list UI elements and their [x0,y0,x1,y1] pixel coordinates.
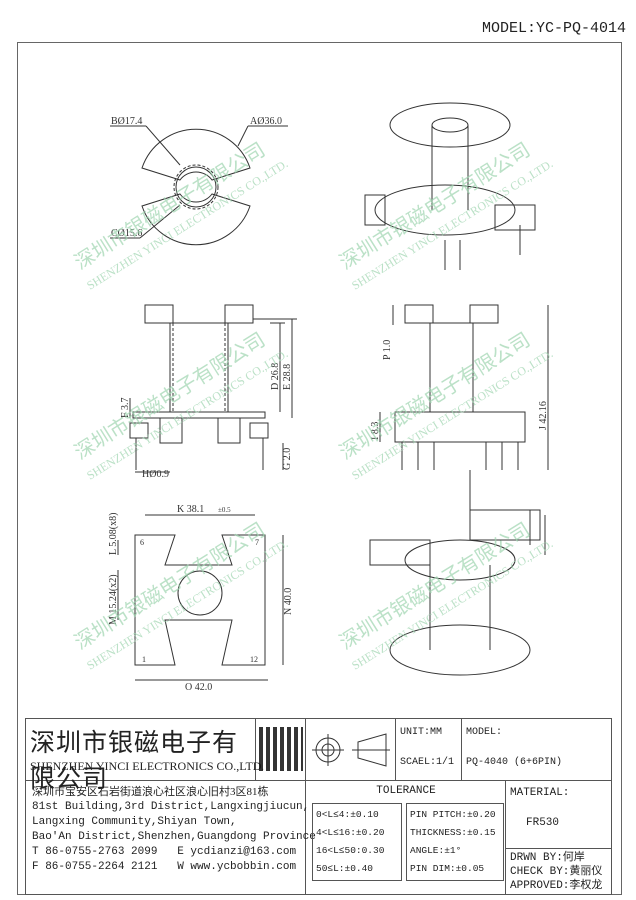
pin-12-label: 12 [250,655,258,664]
dim-h: HØ0.9 [142,469,169,480]
model-value: PQ-4040 (6+6PIN) [466,757,563,768]
website-link[interactable]: W www.ycbobbin.com [177,861,297,873]
dim-b: BØ17.4 [111,116,142,127]
dim-d: D 26.8 [270,363,281,390]
pin-6-label: 6 [140,538,144,547]
unit: UNIT:MM [400,727,443,738]
bottom-view: K 38.1 ±0.5 L 5.08(x8) M 15.24(x2) N 40.… [108,504,294,693]
tolerance-item: 0<L≤4:±0.10 [316,809,379,820]
isometric-view-top [364,102,536,270]
tolerance-item: PIN PITCH:±0.20 [410,809,496,820]
watermark: 深圳市银磁电子有限公司 SHENZHEN YINCI ELECTRONICS C… [70,138,555,672]
isometric-view-bottom [369,470,546,676]
dim-n: N 40.0 [283,588,294,615]
dim-p: P 1.0 [382,340,393,360]
scale: SCAEL:1/1 [400,757,455,768]
tolerance-item: 16<L≤50:0.30 [316,845,385,856]
tolerance-item: PIN DIM:±0.05 [410,863,485,874]
dim-g: G 2.0 [282,448,293,470]
dim-e: E 28.8 [282,364,293,390]
dim-k: K 38.1 [177,504,204,515]
tolerance-cell: TOLERANCE 0<L≤4:±0.10 4<L≤16:±0.20 16<L≤… [306,781,506,894]
address-line: Langxing Community,Shiyan Town, [32,816,237,828]
dim-m: M 15.24(x2) [108,574,119,625]
projection-symbol [306,719,396,781]
address-line: 深圳市宝安区石岩街道浪心社区浪心旧村3区81栋 [32,786,269,798]
svg-text:SHENZHEN YINCI ELECTRONICS CO.: SHENZHEN YINCI ELECTRONICS CO.,LTD. [349,156,555,292]
approved-by: APPROVED:李权龙 [510,880,603,892]
svg-text:SHENZHEN YINCI ELECTRONICS CO.: SHENZHEN YINCI ELECTRONICS CO.,LTD. [84,346,290,482]
dim-k-tolerance: ±0.5 [218,506,231,514]
tolerance-item: 4<L≤16:±0.20 [316,827,385,838]
fax: F 86-0755-2264 2121 [32,861,158,873]
side-view: P 1.0 I 8.3 J 42.16 [370,304,549,470]
dim-j: J 42.16 [538,401,549,430]
tolerance-item: 50≤L:±0.40 [316,863,374,874]
dim-f: F 3.7 [120,397,131,418]
svg-text:深圳市银磁电子有限公司: 深圳市银磁电子有限公司 [335,518,534,654]
svg-text:深圳市银磁电子有限公司: 深圳市银磁电子有限公司 [335,328,534,464]
company-name-cn: 深圳市银磁电子有限公司 [30,730,239,793]
pin-1-label: 1 [142,655,146,664]
checked-by: CHECK BY:黄丽仪 [510,866,603,878]
pin-7-label: 7 [255,538,259,547]
material-cell: MATERIAL: FR530 [506,781,611,849]
model-number-title: MODEL:YC-PQ-4014 [481,20,626,37]
address-line: 81st Building,3rd District,Langxingjiucu… [32,801,310,813]
qr-code [256,719,306,781]
svg-text:SHENZHEN YINCI ELECTRONICS CO.: SHENZHEN YINCI ELECTRONICS CO.,LTD. [349,536,555,672]
material-value: FR530 [526,817,560,829]
general-tolerance-list: 0<L≤4:±0.10 4<L≤16:±0.20 16<L≤50:0.30 50… [312,803,402,881]
tolerance-title: TOLERANCE [376,785,436,797]
tolerance-item: THICKNESS:±0.15 [410,827,496,838]
company-cell: 深圳市银磁电子有限公司 SHENZHEN YINCI ELECTRONICS C… [26,719,264,793]
drawn-by: DRWN BY:何岸 [510,852,585,864]
address-line: Bao'An District,Shenzhen,Guangdong Provi… [32,831,316,843]
tolerance-item: ANGLE:±1° [410,845,462,856]
model-cell: MODEL: PQ-4040 (6+6PIN) [462,719,611,781]
specific-tolerance-list: PIN PITCH:±0.20 THICKNESS:±0.15 ANGLE:±1… [406,803,504,881]
top-view: BØ17.4 AØ36.0 CØ15.6 [110,116,288,246]
telephone: T 86-0755-2763 2099 [32,846,158,858]
dim-i: I 8.3 [370,422,381,440]
address-cell: 深圳市宝安区石岩街道浪心社区浪心旧村3区81栋 81st Building,3r… [26,781,316,894]
svg-text:SHENZHEN YINCI ELECTRONICS CO.: SHENZHEN YINCI ELECTRONICS CO.,LTD. [84,156,290,292]
front-view: D 26.8 E 28.8 F 3.7 G 2.0 HØ0.9 [120,304,297,480]
email-link[interactable]: E ycdianzi@163.com [177,846,297,858]
material-label: MATERIAL: [510,787,570,799]
company-name-en: SHENZHEN YINCI ELECTRONICS CO.,LTD. [30,759,265,773]
approval-cell: DRWN BY:何岸 CHECK BY:黄丽仪 APPROVED:李权龙 [506,849,611,894]
model-label: MODEL: [466,727,503,738]
title-block: 深圳市银磁电子有限公司 SHENZHEN YINCI ELECTRONICS C… [25,718,612,895]
technical-drawings: BØ17.4 AØ36.0 CØ15.6 D 26.8 E 28.8 F 3.7… [70,102,555,693]
unit-scale-cell: UNIT:MM SCAEL:1/1 [396,719,462,781]
dim-o: O 42.0 [185,682,212,693]
dim-a: AØ36.0 [250,116,282,127]
dim-l: L 5.08(x8) [108,513,119,555]
dim-c: CØ15.6 [111,228,142,239]
